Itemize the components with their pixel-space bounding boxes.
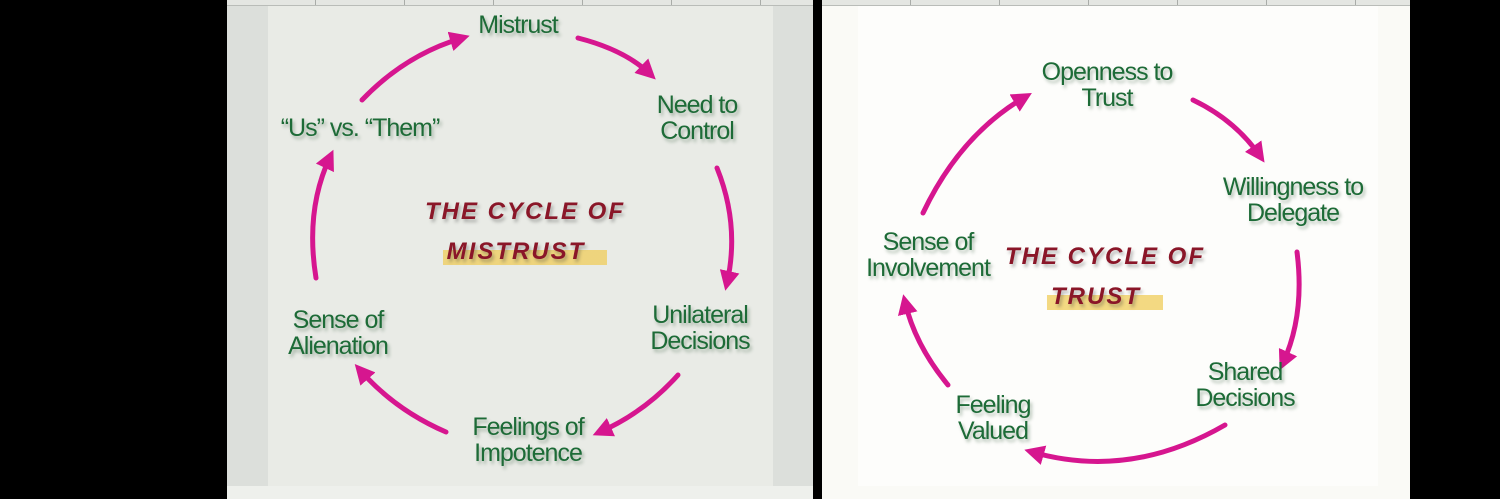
- arrow-left-2: [575, 35, 656, 80]
- title-line-2: TRUST: [1046, 283, 1163, 310]
- arrow-left-1: [359, 31, 470, 103]
- node-label-line: Involvement: [866, 254, 991, 282]
- node-label-line: Feelings of: [472, 413, 584, 441]
- node-label-line: Trust: [1081, 84, 1133, 112]
- arrow-left-4: [592, 372, 681, 437]
- arrow-left-3: [714, 165, 740, 291]
- node-label-line: Unilateral: [652, 301, 749, 329]
- node-label-line: Sense of: [292, 306, 385, 334]
- node-label-line: Feeling: [955, 391, 1032, 419]
- node-label-line: Decisions: [650, 327, 750, 355]
- panel-background: [858, 6, 1378, 486]
- arrow-left-6: [310, 149, 334, 281]
- arrow-right-2: [1278, 249, 1302, 371]
- node-label-line: Need to: [656, 91, 739, 119]
- top-strip: [227, 0, 813, 6]
- node-label-line: “Us” vs. “Them”: [280, 114, 441, 142]
- node-label-line: Impotence: [474, 439, 583, 467]
- panel-bottom-strip: [227, 486, 813, 499]
- arrow-left-5: [354, 363, 449, 435]
- node-label-line: Shared: [1207, 358, 1284, 386]
- node-label-line: Decisions: [1195, 384, 1295, 412]
- node-label-line: Valued: [958, 417, 1029, 445]
- trust-cycle-title: THE CYCLE OF TRUST: [1005, 237, 1205, 317]
- node-label-line: Openness to: [1041, 58, 1174, 86]
- title-line-2: MISTRUST: [442, 238, 608, 265]
- arrow-right-1: [1190, 97, 1265, 163]
- arrow-right-4: [897, 294, 951, 388]
- node-mistrust: Mistrust: [478, 12, 558, 38]
- node-label-line: Mistrust: [478, 11, 558, 39]
- node-us-vs-them: “Us” vs. “Them”: [280, 114, 441, 142]
- title-line-1: THE CYCLE OF: [1004, 243, 1206, 270]
- node-label-line: Sense of: [882, 228, 975, 256]
- node-label-line: Alienation: [288, 332, 389, 360]
- node-label-line: Control: [660, 117, 735, 145]
- top-strip: [822, 0, 1410, 6]
- arrow-right-5: [920, 92, 1032, 216]
- arrow-right-3: [1024, 422, 1228, 465]
- mistrust-cycle-title: THE CYCLE OF MISTRUST: [425, 192, 625, 272]
- title-line-1: THE CYCLE OF: [424, 198, 626, 225]
- trust-cycle-panel: [822, 0, 1410, 499]
- node-label-line: Delegate: [1246, 199, 1340, 227]
- node-label-line: Willingness to: [1222, 173, 1364, 201]
